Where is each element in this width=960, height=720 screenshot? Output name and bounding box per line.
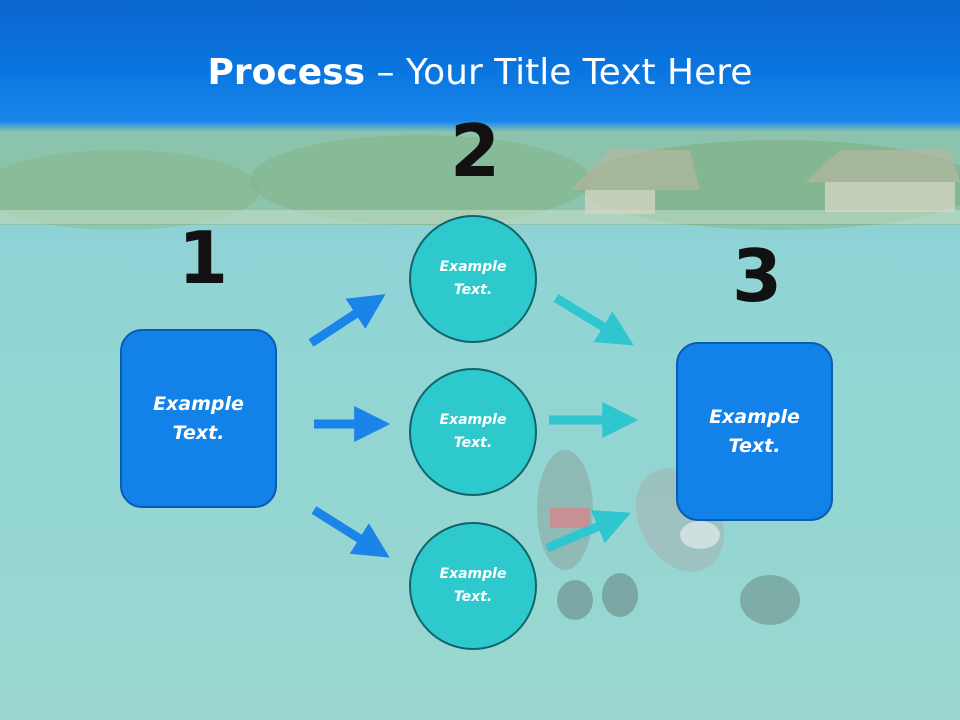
title-bold: Process bbox=[207, 52, 366, 93]
arrow-1-to-2-top bbox=[308, 294, 386, 347]
title-rest: – Your Title Text Here bbox=[365, 52, 753, 93]
arrow-2-bottom-to-3 bbox=[545, 510, 631, 553]
step-1-label: Example Text. bbox=[153, 392, 244, 444]
step-number-2: 2 bbox=[450, 109, 501, 193]
step-number-1: 1 bbox=[178, 216, 229, 300]
step-2-label-middle: Example Text. bbox=[439, 412, 507, 451]
step-2-label-top: Example Text. bbox=[439, 259, 507, 298]
header-band bbox=[0, 0, 960, 132]
step-3-box[interactable]: Example Text. bbox=[676, 342, 833, 521]
arrow-1-to-2-bottom bbox=[311, 506, 390, 558]
step-3-label: Example Text. bbox=[709, 405, 800, 457]
step-number-3: 3 bbox=[732, 234, 783, 318]
slide-title[interactable]: Process – Your Title Text Here bbox=[0, 52, 960, 93]
step-2-circle-bottom[interactable]: Example Text. bbox=[409, 522, 537, 650]
step-2-circle-top[interactable]: Example Text. bbox=[409, 215, 537, 343]
step-2-label-bottom: Example Text. bbox=[439, 566, 507, 605]
step-1-box[interactable]: Example Text. bbox=[120, 329, 277, 508]
step-2-circle-middle[interactable]: Example Text. bbox=[409, 368, 537, 496]
arrow-2-top-to-3 bbox=[553, 294, 634, 346]
